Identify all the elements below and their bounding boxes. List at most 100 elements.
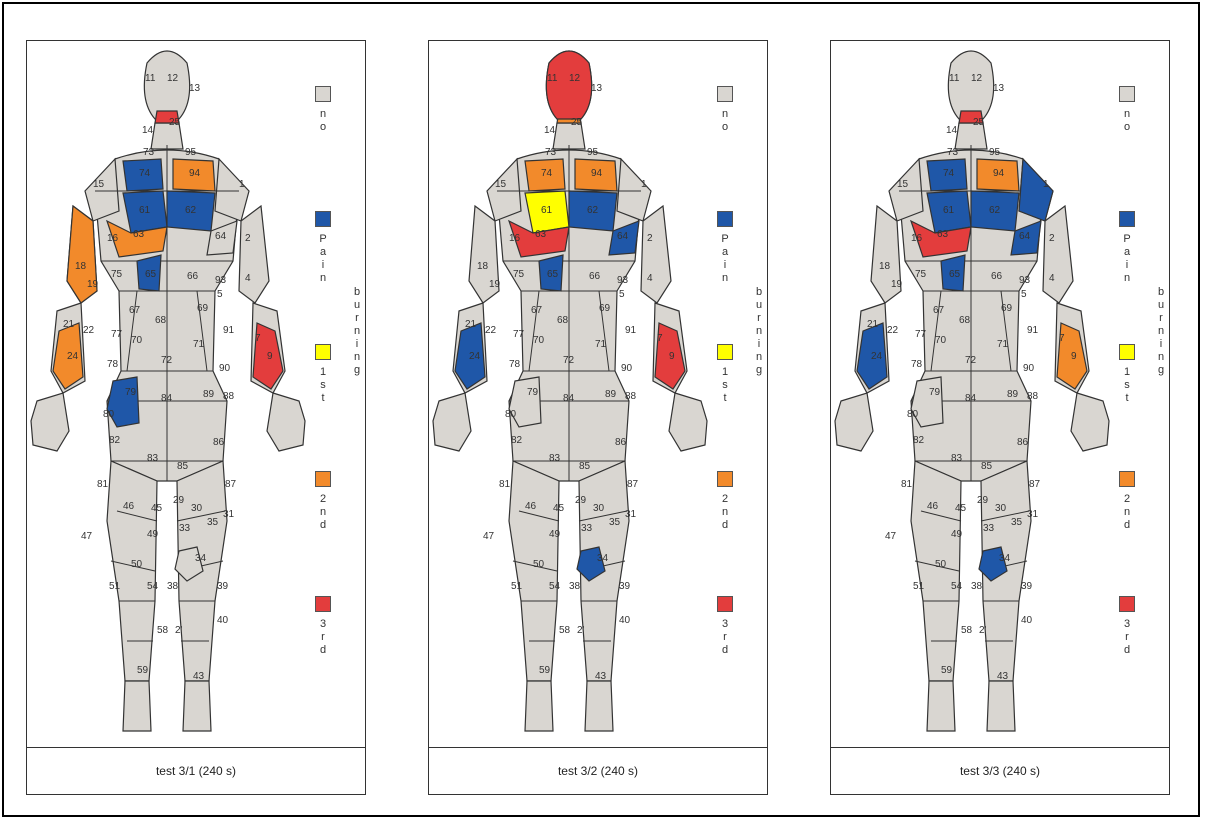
region-number-label: 72 <box>965 355 977 366</box>
region-number-label: 95 <box>587 147 599 158</box>
region-number-label: 33 <box>581 523 593 534</box>
region-number-label: 12 <box>971 73 983 84</box>
region-number-label: 75 <box>111 269 123 280</box>
region-number-label: 46 <box>525 501 537 512</box>
region-number-label: 16 <box>911 233 923 244</box>
region-number-label: 80 <box>907 409 919 420</box>
region-number-label: 4 <box>245 273 251 284</box>
legend-label: 1st <box>719 366 731 405</box>
region-number-label: 1 <box>239 179 245 190</box>
region-number-label: 74 <box>943 168 955 179</box>
region-number-label: 71 <box>193 339 205 350</box>
region-number-label: 82 <box>511 435 523 446</box>
region-number-label: 22 <box>83 325 95 336</box>
region-number-label: 46 <box>927 501 939 512</box>
legend-swatch <box>1119 86 1135 102</box>
region-number-label: 68 <box>155 315 167 326</box>
body-region-handR <box>669 393 707 451</box>
region-number-label: 47 <box>483 531 495 542</box>
body-map-figure: 1112131425737495941516162166364218197565… <box>27 41 307 741</box>
body-region-legL <box>911 461 961 681</box>
body-region-upperarmR <box>1043 206 1073 303</box>
region-number-label: 71 <box>595 339 607 350</box>
region-number-label: 86 <box>213 437 225 448</box>
region-number-label: 70 <box>533 335 545 346</box>
legend-swatch <box>315 344 331 360</box>
legend-swatch <box>717 344 733 360</box>
region-number-label: 89 <box>1007 389 1019 400</box>
body-region-footL <box>123 681 151 731</box>
region-number-label: 30 <box>593 503 605 514</box>
legend-swatch <box>1119 211 1135 227</box>
region-number-label: 54 <box>951 581 963 592</box>
region-number-label: 85 <box>579 461 591 472</box>
region-number-label: 71 <box>997 339 1009 350</box>
legend-swatch <box>315 86 331 102</box>
region-number-label: 14 <box>544 125 556 136</box>
body-region-handR <box>267 393 305 451</box>
region-number-label: 78 <box>107 359 119 370</box>
region-number-label: 40 <box>1021 615 1033 626</box>
region-number-label: 38 <box>167 581 179 592</box>
region-number-label: 35 <box>1011 517 1023 528</box>
legend-swatch <box>315 211 331 227</box>
region-number-label: 85 <box>981 461 993 472</box>
region-number-label: 33 <box>983 523 995 534</box>
region-number-label: 82 <box>913 435 925 446</box>
region-number-label: 66 <box>991 271 1003 282</box>
legend-swatch <box>717 211 733 227</box>
region-number-label: 66 <box>187 271 199 282</box>
region-number-label: 80 <box>505 409 517 420</box>
region-number-label: 12 <box>569 73 581 84</box>
body-region-upperarmR <box>641 206 671 303</box>
region-number-label: 2 <box>245 233 251 244</box>
region-number-label: 90 <box>219 363 231 374</box>
body-map-figure: 1112131425737495941516162166364218197565… <box>429 41 709 741</box>
region-number-label: 79 <box>929 387 941 398</box>
body-region-shoulderL <box>889 159 923 221</box>
legend-burning-label: burning <box>1155 286 1167 377</box>
region-number-label: 39 <box>619 581 631 592</box>
region-number-label: 15 <box>93 179 105 190</box>
region-number-label: 61 <box>943 205 955 216</box>
region-number-label: 94 <box>189 168 201 179</box>
region-number-label: 84 <box>965 393 977 404</box>
region-number-label: 62 <box>989 205 1001 216</box>
body-region-legL <box>509 461 559 681</box>
body-map-panel-2: 1112131425737495941516162166364218197565… <box>428 40 768 795</box>
region-number-label: 74 <box>541 168 553 179</box>
region-number-label: 93 <box>215 275 227 286</box>
legend-label: 2nd <box>317 493 329 532</box>
region-number-label: 16 <box>107 233 119 244</box>
legend: noPain1st2nd3rdburning <box>713 81 769 681</box>
region-number-label: 94 <box>993 168 1005 179</box>
body-region-handL <box>31 393 69 451</box>
region-number-label: 43 <box>193 671 205 682</box>
region-number-label: 5 <box>1021 289 1027 300</box>
region-number-label: 34 <box>597 553 609 564</box>
region-number-label: 21 <box>465 319 477 330</box>
legend-label: 1st <box>317 366 329 405</box>
body-region-shoulderR <box>1019 159 1053 221</box>
body-region-head <box>546 51 591 119</box>
region-number-label: 72 <box>161 355 173 366</box>
body-region-handR <box>1071 393 1109 451</box>
panel-caption: test 3/1 (240 s) <box>27 747 365 794</box>
region-number-label: 38 <box>971 581 983 592</box>
region-number-label: 90 <box>621 363 633 374</box>
region-number-label: 59 <box>941 665 953 676</box>
region-number-label: 95 <box>989 147 1001 158</box>
region-number-label: 30 <box>191 503 203 514</box>
legend-label: 3rd <box>317 618 329 657</box>
legend-swatch <box>717 471 733 487</box>
legend-label: no <box>317 108 329 134</box>
region-number-label: 86 <box>615 437 627 448</box>
region-number-label: 33 <box>179 523 191 534</box>
body-region-head <box>948 51 993 119</box>
region-number-label: 94 <box>591 168 603 179</box>
region-number-label: 7 <box>255 333 261 344</box>
region-number-label: 2' <box>175 625 183 636</box>
region-number-label: 59 <box>137 665 149 676</box>
region-number-label: 78 <box>911 359 923 370</box>
